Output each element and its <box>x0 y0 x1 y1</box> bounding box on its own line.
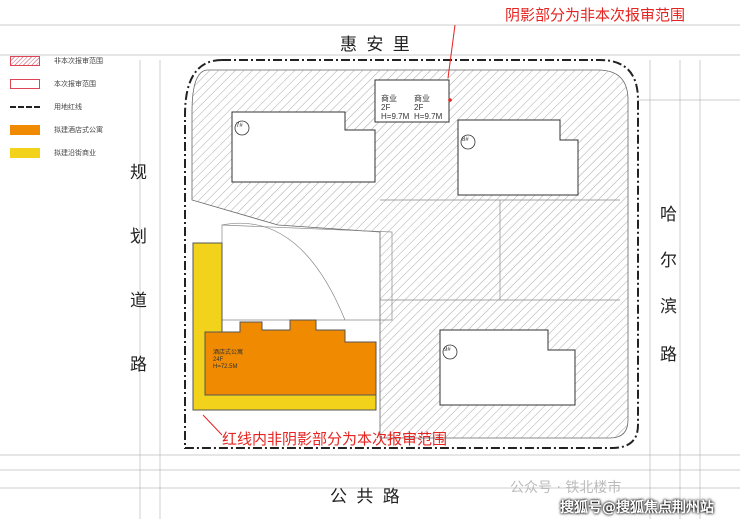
legend-item-non-review: 非本次报审范围 <box>10 52 180 70</box>
building-type: 酒店式公寓 <box>213 350 244 356</box>
building-floors: 24F <box>213 357 224 363</box>
legend-item-review: 本次报审范围 <box>10 75 180 93</box>
hotel-label: 酒店式公寓 24F H=72.5M <box>213 350 243 371</box>
commercial-label-2: 商业 2F H=9.7M <box>414 94 442 121</box>
hatch-swatch <box>10 56 40 66</box>
watermark-account: 公众号 · 铁北楼市 <box>510 480 622 496</box>
watermark-brand: 搜狐号@搜狐焦点荆州站 <box>560 500 714 516</box>
commercial-building-north <box>374 79 450 123</box>
building-number-7: 7# <box>236 123 243 129</box>
legend-label: 用地红线 <box>54 104 82 111</box>
building-floors: 2F <box>381 103 391 112</box>
outline-swatch <box>10 79 40 89</box>
legend-item-hotel: 拟建酒店式公寓 <box>10 121 180 139</box>
legend-label: 拟建沿街商业 <box>54 150 96 157</box>
building-height: H=9.7M <box>381 112 410 121</box>
legend-item-redline: 用地红线 <box>10 98 180 116</box>
road-label-west-4: 路 <box>130 355 147 375</box>
road-label-north: 惠 安 里 <box>340 35 412 55</box>
legend: 非本次报审范围 本次报审范围 用地红线 拟建酒店式公寓 拟建沿街商业 <box>10 52 180 167</box>
orange-swatch <box>10 125 40 135</box>
road-label-south: 公 共 路 <box>330 487 402 507</box>
building-height: H=72.5M <box>213 364 238 370</box>
road-label-west-3: 道 <box>130 291 147 311</box>
building-number-9: 9# <box>444 347 451 353</box>
redline-swatch <box>10 106 40 108</box>
annotation-review: 红线内非阴影部分为本次报审范围 <box>222 430 448 448</box>
annotation-leader-top <box>447 24 456 79</box>
building-8-footprint <box>457 119 579 196</box>
road-label-west-2: 划 <box>130 227 147 247</box>
building-type: 商业 <box>414 94 430 103</box>
legend-label: 非本次报审范围 <box>54 58 103 65</box>
building-number-8: 8# <box>462 137 469 143</box>
road-label-east-1: 哈 <box>660 205 677 225</box>
building-floors: 2F <box>414 103 424 112</box>
road-label-east-4: 路 <box>660 345 677 365</box>
building-7-footprint <box>231 111 376 183</box>
road-label-east-2: 尔 <box>660 251 677 271</box>
road-label-west-1: 规 <box>130 163 147 183</box>
annotation-non-review: 阴影部分为非本次报审范围 <box>505 6 686 24</box>
building-9-footprint <box>439 329 576 406</box>
proposed-hotel-apartment <box>204 319 377 396</box>
yellow-swatch <box>10 148 40 158</box>
road-label-east-3: 滨 <box>660 297 677 317</box>
annotation-leader-bottom <box>202 414 223 436</box>
building-type: 商业 <box>381 94 397 103</box>
legend-label: 拟建酒店式公寓 <box>54 127 103 134</box>
legend-item-commercial: 拟建沿街商业 <box>10 144 180 162</box>
building-height: H=9.7M <box>414 112 443 121</box>
commercial-label-1: 商业 2F H=9.7M <box>381 94 409 121</box>
legend-label: 本次报审范围 <box>54 81 96 88</box>
